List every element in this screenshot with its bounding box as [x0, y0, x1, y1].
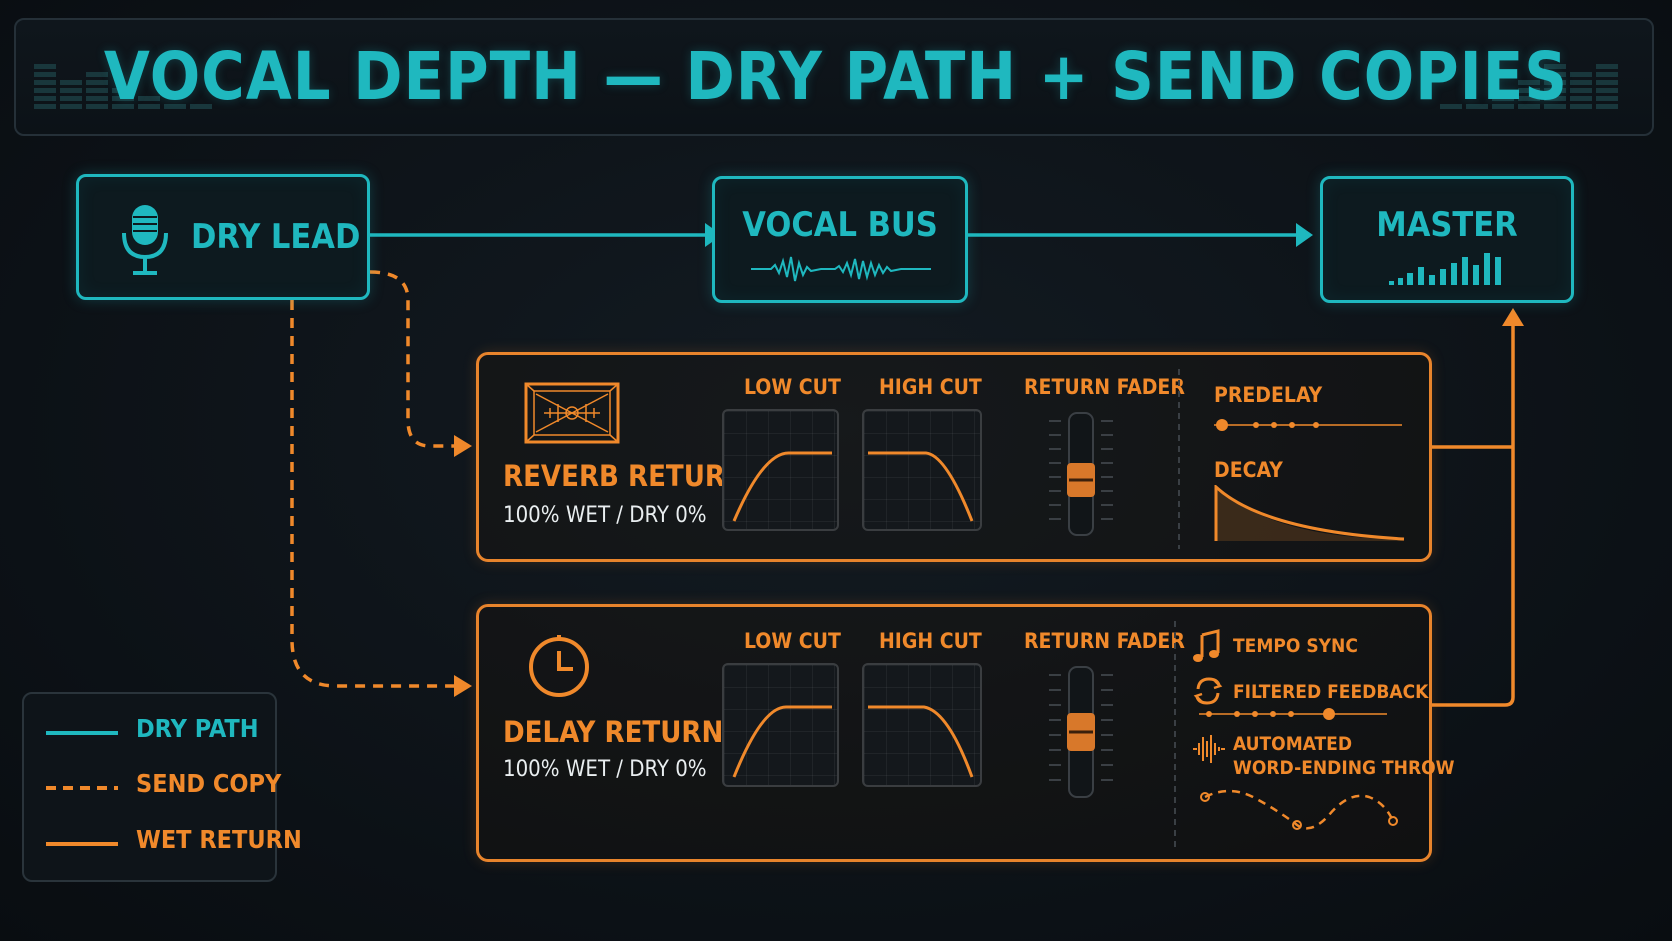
delay-low-cut-graph[interactable] — [722, 663, 839, 787]
title-meter-decor — [34, 64, 1618, 109]
send-line-reverb — [369, 270, 458, 448]
feedback-loop-icon — [1193, 677, 1223, 705]
clock-icon — [529, 635, 589, 697]
predelay-slider[interactable] — [1214, 415, 1404, 435]
legend-send-copy-label: SEND COPY — [136, 769, 282, 798]
reverb-divider — [1178, 369, 1180, 549]
vocal-bus-label: VOCAL BUS — [742, 205, 938, 245]
feedback-slider[interactable] — [1199, 705, 1389, 723]
title-frame — [14, 18, 1654, 136]
delay-high-cut-graph[interactable] — [862, 663, 982, 787]
music-note-icon — [1193, 629, 1220, 662]
waveform-icon — [751, 256, 931, 282]
level-meter-icon — [1389, 253, 1501, 285]
high-cut-curve — [868, 451, 974, 522]
throw-waveform-icon — [1193, 735, 1225, 763]
microphone-icon — [122, 205, 168, 275]
predelay-label: PREDELAY — [1214, 383, 1323, 407]
tempo-sync-label: TEMPO SYNC — [1233, 635, 1358, 657]
reverb-low-cut-label: LOW CUT — [744, 375, 841, 399]
reverb-return-title: REVERB RETURN — [503, 459, 747, 493]
reverb-mix-readout: 100% WET / DRY 0% — [503, 503, 707, 528]
reverb-low-cut-graph[interactable] — [722, 409, 839, 531]
dry-lead-label: DRY LEAD — [191, 217, 361, 257]
delay-return-title: DELAY RETURN — [503, 715, 724, 749]
delay-return-panel[interactable]: DELAY RETURN 100% WET / DRY 0% LOW CUT H… — [476, 604, 1455, 862]
delay-mix-readout: 100% WET / DRY 0% — [503, 757, 707, 782]
legend-wet-swatch — [46, 842, 118, 846]
decay-label: DECAY — [1214, 458, 1283, 482]
automated-throw-label-1: AUTOMATED — [1233, 733, 1353, 755]
page-title: VOCAL DEPTH — DRY PATH + SEND COPIES — [103, 38, 1569, 115]
reverb-high-cut-label: HIGH CUT — [879, 375, 982, 399]
automated-throw-label-2: WORD-ENDING THROW — [1233, 757, 1455, 779]
reverb-high-cut-graph[interactable] — [862, 409, 982, 531]
dry-lead-node[interactable]: DRY LEAD — [76, 174, 370, 300]
legend-dry-path-label: DRY PATH — [136, 714, 259, 743]
low-cut-curve — [732, 705, 832, 778]
throw-automation-curve[interactable] — [1199, 785, 1399, 837]
send-arrow-reverb — [454, 435, 472, 457]
reverb-return-panel[interactable]: REVERB RETURN 100% WET / DRY 0% LOW CUT … — [476, 352, 1432, 562]
reverb-return-fader-label: RETURN FADER — [1024, 375, 1185, 399]
legend-wet-return-label: WET RETURN — [136, 825, 302, 854]
vocal-bus-node[interactable]: VOCAL BUS — [712, 176, 968, 303]
dry-arrow-master — [1296, 223, 1313, 247]
filtered-feedback-label: FILTERED FEEDBACK — [1233, 681, 1429, 703]
high-cut-curve — [868, 705, 974, 778]
delay-divider — [1174, 621, 1176, 849]
delay-return-fader-label: RETURN FADER — [1024, 629, 1185, 653]
low-cut-curve — [732, 451, 832, 522]
reverb-room-icon — [524, 382, 620, 444]
decay-envelope[interactable] — [1214, 485, 1406, 545]
legend-dry-swatch — [46, 731, 118, 735]
master-node[interactable]: MASTER — [1320, 176, 1574, 303]
send-arrow-delay — [454, 675, 472, 697]
wet-arrow-master — [1502, 308, 1524, 326]
delay-high-cut-label: HIGH CUT — [879, 629, 982, 653]
delay-return-fader[interactable] — [1045, 665, 1117, 799]
legend: DRY PATH SEND COPY WET RETURN — [22, 692, 302, 882]
reverb-return-fader[interactable] — [1045, 411, 1117, 537]
legend-send-swatch — [46, 786, 118, 790]
delay-low-cut-label: LOW CUT — [744, 629, 841, 653]
wet-line-delay — [1430, 322, 1515, 707]
master-label: MASTER — [1376, 205, 1518, 245]
send-line-delay — [290, 300, 458, 688]
